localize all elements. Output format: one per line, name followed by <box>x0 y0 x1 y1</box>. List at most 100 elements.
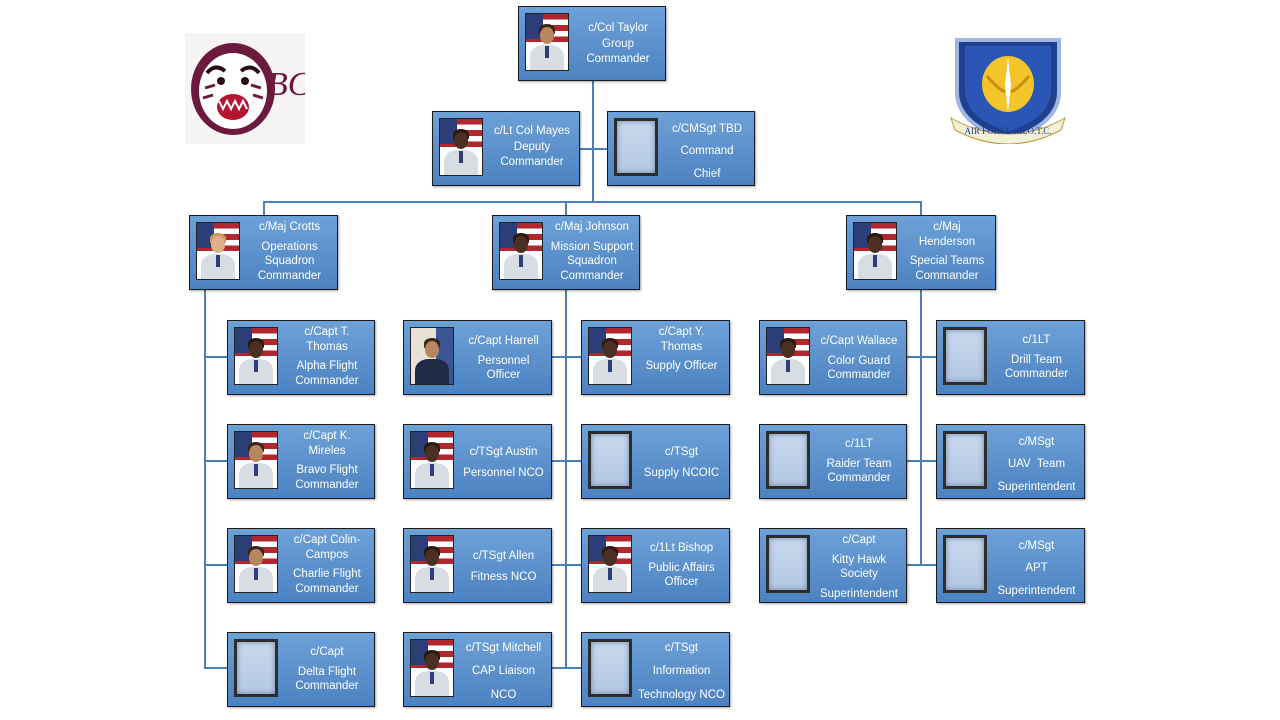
card-line: Kitty Hawk <box>831 553 887 566</box>
connector-drop-mission <box>565 201 567 216</box>
card-personnel-officer: c/Capt Harrell Personnel Officer <box>403 320 552 395</box>
card-line: c/MSgt <box>1018 540 1055 552</box>
card-line: Commander <box>1004 368 1069 380</box>
card-line: Deputy <box>513 140 551 153</box>
connector-ops-charlie <box>204 564 227 566</box>
photo-placeholder <box>766 535 810 593</box>
connector-deputy <box>580 148 594 150</box>
card-delta-flight: c/Capt Delta Flight Commander <box>227 632 375 707</box>
card-line: Command <box>680 145 734 158</box>
card-public-affairs: c/1Lt Bishop Public Affairs Officer <box>581 528 730 603</box>
card-line: Drill Team <box>1011 353 1062 366</box>
card-line: Personnel <box>477 354 530 367</box>
card-group-commander: c/Col Taylor Group Commander <box>518 6 666 81</box>
card-line: c/Capt T. <box>304 326 350 338</box>
card-line: c/Maj <box>933 221 961 233</box>
connector-special-row3 <box>906 564 936 566</box>
card-line: Commander <box>915 269 979 282</box>
card-line: Thomas <box>306 340 348 353</box>
card-command-chief: c/CMSgt TBD Command Chief <box>607 111 755 186</box>
card-mission-support-squadron: c/Maj Johnson Mission Support Squadron C… <box>492 215 640 290</box>
card-line: Group <box>602 37 634 50</box>
cadet-photo <box>234 327 278 385</box>
connector-horizontal-main <box>263 201 922 203</box>
card-apt: c/MSgt APT Superintendent <box>936 528 1085 603</box>
card-line: Information <box>652 665 711 678</box>
card-line: Supply Officer <box>645 360 718 372</box>
card-line: Thomas <box>660 340 703 353</box>
cadet-photo <box>410 431 454 489</box>
connector-drop-ops <box>263 201 265 216</box>
logo-ribbon-text: AIR FORCE J.R.O.T.C. <box>964 126 1051 136</box>
tiger-bc-logo: BC <box>185 33 311 144</box>
card-deputy-commander: c/Lt Col Mayes Deputy Commander <box>432 111 580 186</box>
card-line: Supply NCOIC <box>643 466 720 479</box>
cadet-photo <box>439 118 483 176</box>
card-kitty-hawk: c/Capt Kitty Hawk Society Superintendent <box>759 528 907 603</box>
photo-placeholder <box>614 118 658 176</box>
photo-placeholder <box>234 639 278 697</box>
card-line: Bravo Flight <box>296 464 358 476</box>
card-line: c/MSgt <box>1018 436 1055 448</box>
card-line: NCO <box>490 688 517 701</box>
connector-mission-row1 <box>552 356 581 358</box>
card-line: Commander <box>827 472 891 484</box>
cadet-photo <box>766 327 810 385</box>
card-line: Superintendent <box>997 480 1076 493</box>
cadet-photo <box>234 535 278 593</box>
connector-mission-row2 <box>552 460 581 462</box>
card-line: Henderson <box>918 235 976 248</box>
card-line: Commander <box>500 156 564 168</box>
card-supply-officer: c/Capt Y. Thomas Supply Officer <box>581 320 730 395</box>
card-uav-team: c/MSgt UAV Team Superintendent <box>936 424 1085 499</box>
card-line: c/Capt <box>310 646 344 658</box>
card-line: Fitness NCO <box>470 570 537 583</box>
card-line: Special Teams <box>909 255 985 267</box>
photo-placeholder <box>588 639 632 697</box>
card-line: Commander <box>586 53 650 65</box>
card-line: Superintendent <box>997 584 1076 597</box>
card-line: Commander <box>827 369 891 381</box>
connector-ops-alpha <box>204 356 227 358</box>
cadet-photo <box>588 327 632 385</box>
card-bravo-flight: c/Capt K. Mireles Bravo Flight Commander <box>227 424 375 499</box>
card-line: Squadron <box>264 255 315 267</box>
connector-special-row2 <box>906 460 936 462</box>
card-line: c/Capt K. <box>303 430 351 442</box>
cadet-photo <box>410 535 454 593</box>
cadet-photo <box>853 222 897 280</box>
card-line: Delta Flight <box>297 665 357 678</box>
card-line: Mireles <box>308 444 346 457</box>
connector-drop-special <box>920 201 922 216</box>
card-line: Commander <box>257 269 322 282</box>
card-line: c/Capt Colin- <box>293 534 361 546</box>
cadet-photo <box>499 222 543 280</box>
card-line: Alpha Flight <box>296 360 358 372</box>
card-line: c/1Lt Bishop <box>649 542 714 554</box>
cadet-photo <box>234 431 278 489</box>
card-line: Commander <box>295 582 359 595</box>
cadet-photo <box>196 222 240 280</box>
card-line: Raider Team <box>826 457 892 470</box>
card-line: Charlie Flight <box>293 568 361 580</box>
card-line: Campos <box>305 548 349 561</box>
card-line: Commander <box>295 374 359 387</box>
card-line: c/Maj Johnson <box>554 221 630 233</box>
air-force-jrotc-shield-icon: AIR FORCE J.R.O.T.C. <box>947 32 1069 145</box>
card-cap-liaison: c/TSgt Mitchell CAP Liaison NCO <box>403 632 552 707</box>
card-line: Public Affairs <box>648 561 715 574</box>
card-line: c/1LT <box>845 438 873 450</box>
connector-mission-row3 <box>552 564 581 566</box>
connector-top-vertical <box>592 81 594 202</box>
connector-ops-bravo <box>204 460 227 462</box>
card-line: c/TSgt <box>664 642 699 654</box>
card-information-technology: c/TSgt Information Technology NCO <box>581 632 730 707</box>
card-supply-ncoic: c/TSgt Supply NCOIC <box>581 424 730 499</box>
card-line: Squadron <box>567 255 617 267</box>
connector-mission-vertical <box>565 290 567 669</box>
card-line: c/Col Taylor <box>588 22 648 34</box>
card-line: c/TSgt Allen <box>472 550 535 562</box>
card-line: c/Capt <box>842 534 876 546</box>
card-line: c/Maj Crotts <box>258 221 321 233</box>
card-line: APT <box>1025 562 1048 575</box>
